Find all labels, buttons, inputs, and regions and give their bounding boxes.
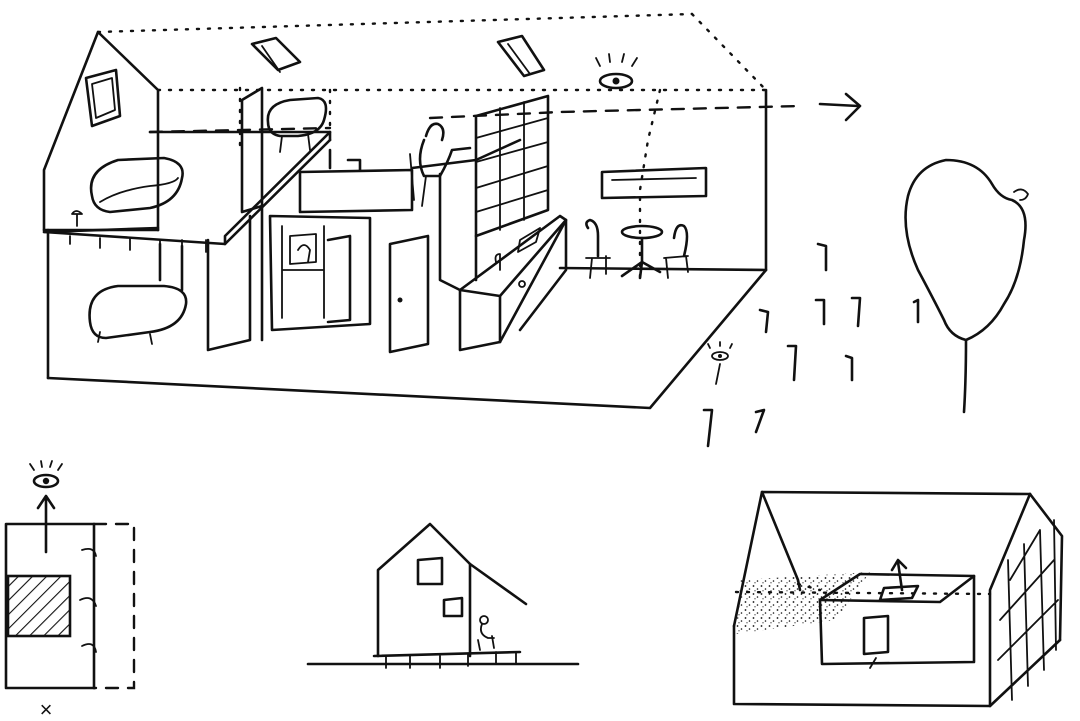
main-house-axonometric (42, 12, 862, 410)
volume-diagram (732, 490, 1064, 708)
elevation-diagram (306, 522, 580, 669)
plan-diagram: × (4, 460, 136, 721)
garden-tree-and-plants (702, 158, 1029, 448)
x-mark: × (40, 697, 53, 721)
